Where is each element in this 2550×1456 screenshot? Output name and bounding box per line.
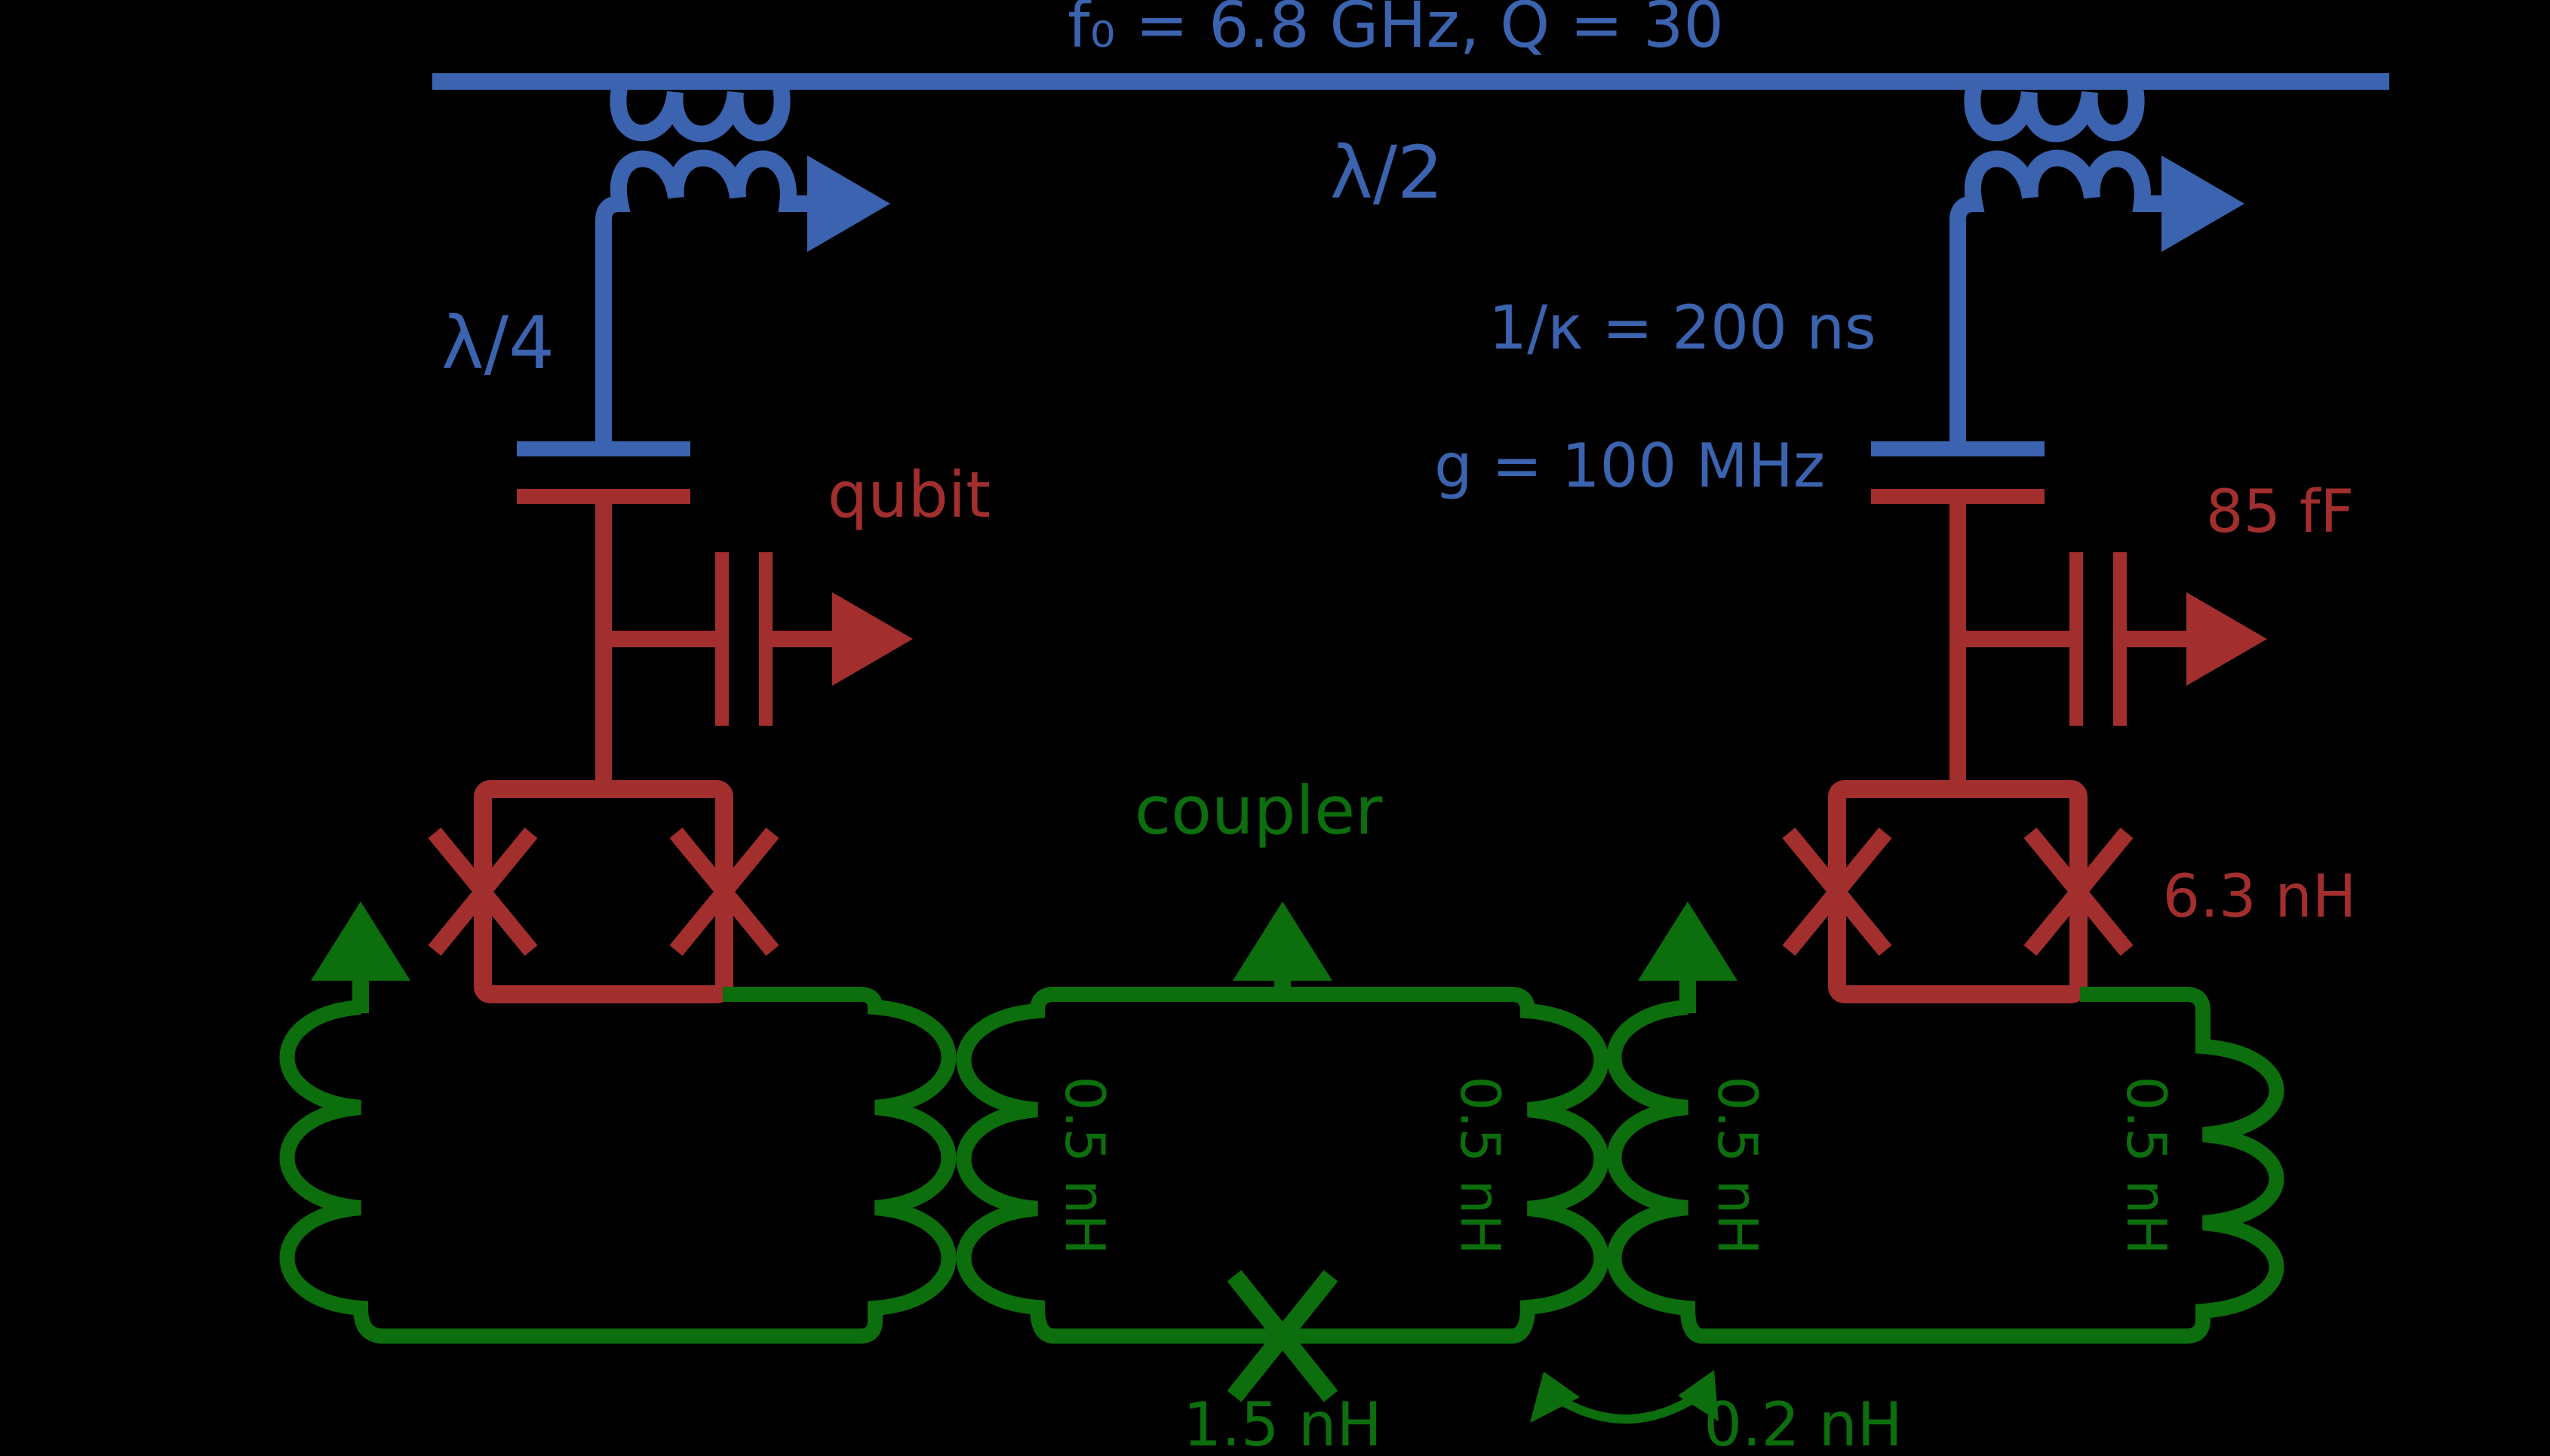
decay-rate-label: 1/κ = 200 ns [1489, 293, 1876, 363]
flux-arrow-right-stem [1679, 977, 1696, 1013]
coupling-capacitor-red-plate-left [517, 489, 690, 504]
josephson-junction-left-b-icon [669, 828, 779, 956]
port-arrow-right-icon [2161, 155, 2244, 252]
mutual-coupling-arrowhead-left-icon [1530, 1372, 1580, 1423]
coupler-junction-icon [1227, 1270, 1338, 1402]
coupling-strength-label: g = 100 MHz [1434, 431, 1825, 501]
quarter-wave-line-left [595, 149, 807, 445]
drive-capacitor-plate-b-right [2113, 552, 2127, 726]
port-arrow-left-icon [807, 155, 890, 252]
squid-loop-right [1828, 780, 2088, 1003]
josephson-junction-right-b-icon [2023, 828, 2134, 956]
quarter-wave-label: λ/4 [441, 301, 555, 386]
coupling-capacitor-blue-plate-left [517, 441, 690, 456]
feedline-coupling-coil-left-icon [610, 82, 791, 143]
half-wave-label: λ/2 [1330, 131, 1443, 215]
coupling-capacitor-red-plate-right [1871, 489, 2045, 504]
squid-loop-left [474, 780, 733, 1003]
labels: f₀ = 6.8 GHz, Q = 30 λ/2 λ/4 1/κ = 200 n… [441, 0, 2357, 1456]
flux-arrow-middle-stem [1274, 977, 1291, 998]
inductor-loop-right [1606, 987, 2284, 1344]
inductor-loop-middle [956, 987, 1609, 1344]
coupler-label: coupler [1135, 772, 1383, 849]
qubit-right [1782, 489, 2267, 1003]
coupler-junction-inductance-label: 1.5 nH [1183, 1390, 1382, 1456]
flux-arrow-left-icon [311, 902, 410, 981]
feedline-resonator [432, 73, 2389, 456]
quarter-wave-line-right [1949, 149, 2161, 445]
winding-inductance-label-2: 0.5 nH [1449, 1076, 1512, 1255]
flux-arrow-left-stem [352, 977, 369, 1013]
drive-capacitor-plate-a-left [715, 552, 729, 726]
feedline-coupling-coil-right-icon [1964, 82, 2145, 143]
flux-arrow-right-icon [1638, 902, 1737, 981]
josephson-junction-right-a-icon [1782, 828, 1892, 956]
mutual-coupling-arc [1553, 1390, 1704, 1424]
winding-inductance-label-1: 0.5 nH [1053, 1076, 1117, 1255]
drive-arrow-left-icon [832, 592, 913, 686]
mutual-inductance-label: 0.2 nH [1704, 1390, 1903, 1456]
qubit-label: qubit [828, 458, 991, 532]
junction-inductance-label: 6.3 nH [2163, 863, 2357, 931]
flux-arrow-middle-icon [1233, 902, 1332, 981]
shunt-capacitance-label: 85 fF [2206, 478, 2354, 546]
coupling-capacitor-blue-plate-right [1871, 441, 2045, 456]
resonator-frequency-label: f₀ = 6.8 GHz, Q = 30 [1068, 0, 1724, 62]
josephson-junction-left-a-icon [428, 828, 538, 956]
qubit-left [428, 489, 913, 1003]
drive-arrow-right-icon [2186, 592, 2267, 686]
drive-capacitor-plate-a-right [2069, 552, 2083, 726]
winding-inductance-label-4: 0.5 nH [2115, 1076, 2178, 1255]
mutual-coupling-arrowhead-right-icon [1678, 1370, 1719, 1421]
drive-capacitor-plate-b-left [759, 552, 773, 726]
winding-inductance-label-3: 0.5 nH [1706, 1076, 1769, 1255]
coupler-network [279, 902, 2284, 1424]
inductor-loop-left [279, 987, 957, 1344]
